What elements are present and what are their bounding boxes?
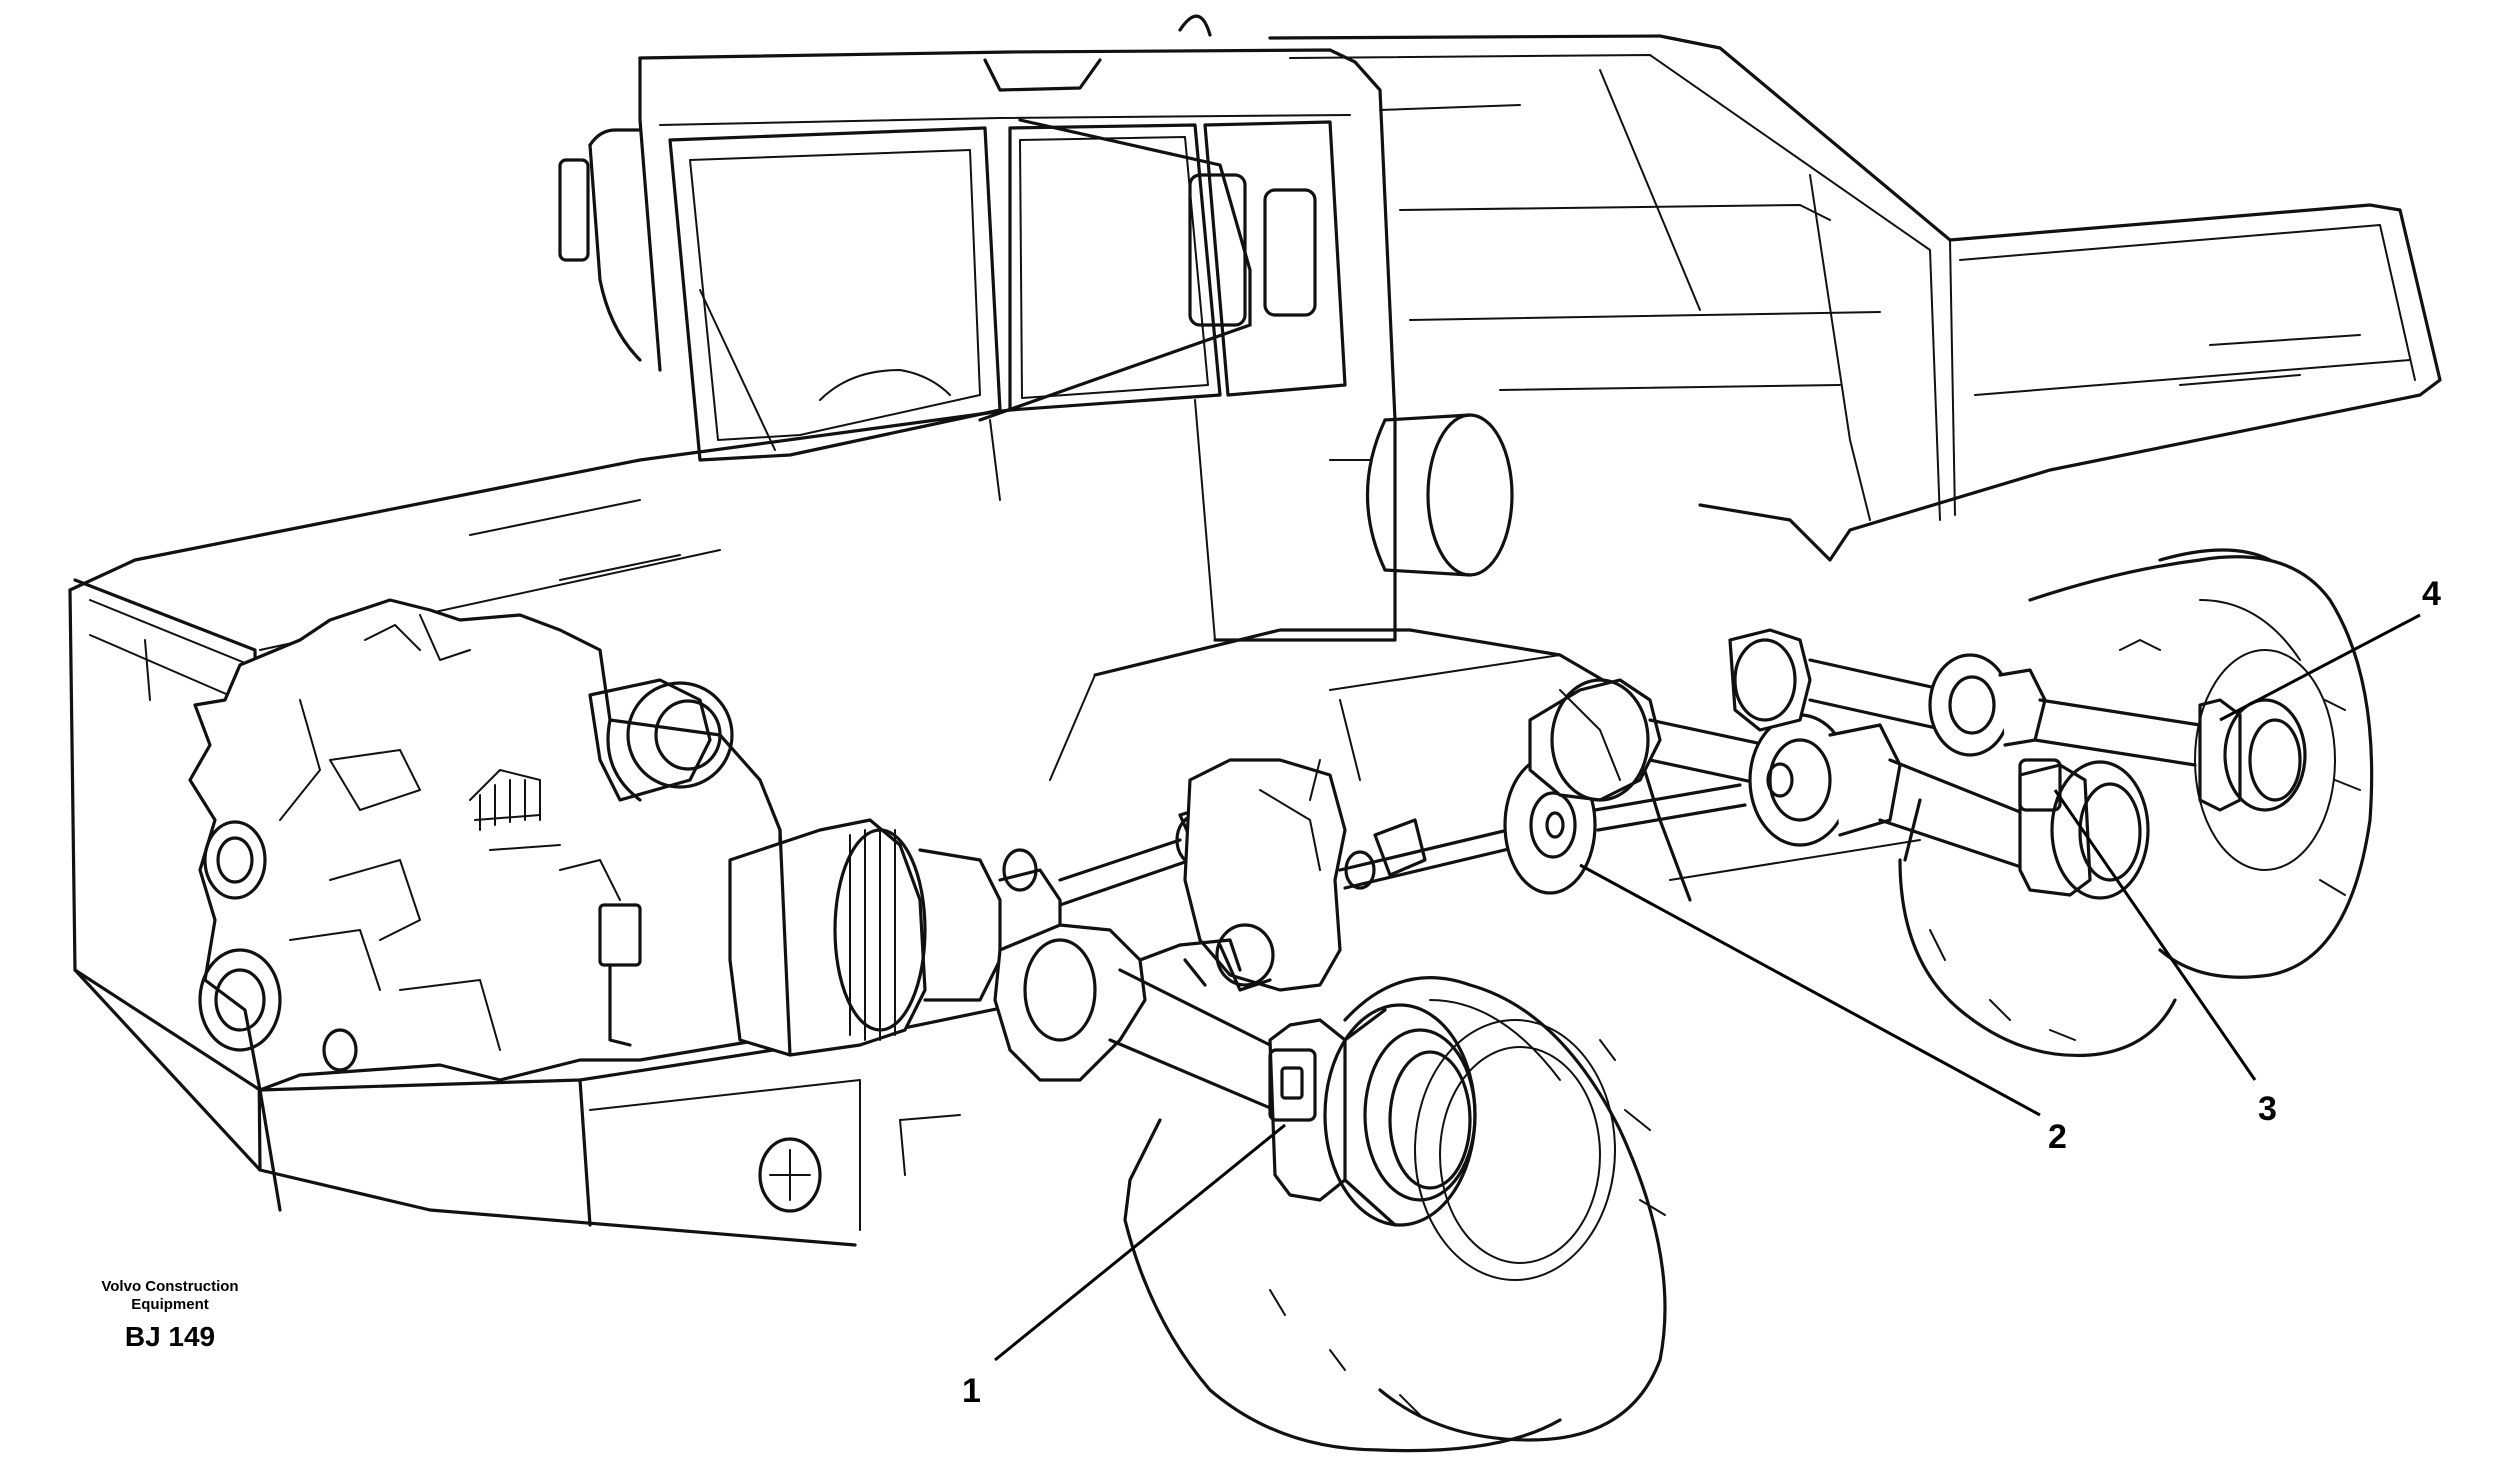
- bogie-front-axle: [1528, 678, 2042, 872]
- callout-1: 1: [962, 1372, 981, 1410]
- cab: [558, 14, 1397, 642]
- rear-wheels: [1898, 548, 2374, 1058]
- engine: [188, 598, 782, 1092]
- callout-labels: 1 2 3 4: [962, 575, 2441, 1410]
- leader-1: [994, 1123, 1286, 1362]
- callout-4: 4: [2422, 575, 2441, 613]
- front-wheel: [1123, 976, 1667, 1453]
- leader-2: [1579, 863, 2041, 1117]
- callout-2: 2: [2048, 1118, 2067, 1156]
- transfer-box: [1183, 758, 1347, 992]
- bogie-rear-axle: [1728, 628, 2307, 900]
- leader-3: [2053, 789, 2257, 1081]
- figure-caption: Volvo Construction Equipment BJ 149: [100, 1278, 240, 1354]
- figure-code: BJ 149: [124, 1321, 216, 1352]
- leader-4: [2219, 613, 2421, 722]
- callout-3: 3: [2258, 1090, 2277, 1128]
- brand-name-line1: Volvo Construction: [101, 1278, 239, 1295]
- dump-body: [1268, 34, 2442, 577]
- brand-name-line2: Equipment: [131, 1296, 209, 1313]
- front-axle: [993, 923, 1477, 1227]
- transmission: [728, 818, 1062, 1057]
- callout-leaders: [994, 613, 2421, 1362]
